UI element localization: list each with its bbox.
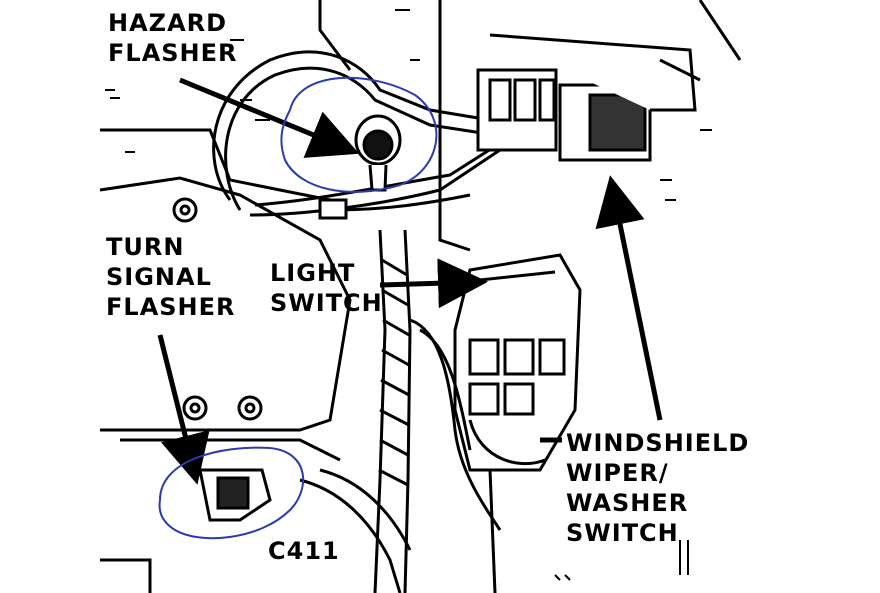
turn-signal-flasher-arrow bbox=[157, 334, 210, 485]
turn-label-line-1: TURN bbox=[106, 233, 185, 261]
blue-marker-circles bbox=[158, 76, 438, 540]
wiper-label-line-3: WASHER bbox=[566, 489, 689, 517]
turn-label-line-3: FLASHER bbox=[106, 293, 236, 321]
hazard-label-line-1: HAZARD bbox=[108, 9, 228, 37]
hazard-flasher-label: HAZARD FLASHER bbox=[108, 8, 238, 68]
light-switch-body bbox=[453, 253, 582, 472]
turn-signal-flasher-circle bbox=[158, 446, 304, 540]
wiper-switch-arrow bbox=[595, 175, 663, 421]
pointer-arrows bbox=[157, 77, 663, 485]
upper-wire-harness bbox=[212, 50, 506, 220]
turn-label-line-2: SIGNAL bbox=[106, 263, 212, 291]
hazard-label-line-2: FLASHER bbox=[108, 39, 238, 67]
upper-connector-block bbox=[476, 33, 701, 162]
turn-signal-flasher-label: TURN SIGNAL FLASHER bbox=[106, 232, 236, 322]
light-label-line-1: LIGHT bbox=[270, 259, 356, 287]
hazard-flasher-circle bbox=[280, 76, 438, 193]
wiper-label-line-1: WINDSHIELD bbox=[566, 429, 750, 457]
light-switch-label: LIGHT SWITCH bbox=[270, 258, 383, 318]
windshield-wiper-washer-switch-label: WINDSHIELD WIPER/ WASHER SWITCH bbox=[566, 428, 749, 548]
label-tick-marks bbox=[554, 540, 689, 581]
turn-signal-flasher-unit bbox=[198, 468, 272, 522]
wiper-label-line-2: WIPER/ bbox=[566, 459, 669, 487]
lower-wire-harness bbox=[299, 318, 502, 593]
wiper-label-line-4: SWITCH bbox=[566, 519, 679, 547]
connector-c411-label: C411 bbox=[268, 537, 340, 565]
light-switch-arrow bbox=[379, 258, 488, 309]
light-label-line-2: SWITCH bbox=[270, 289, 383, 317]
hazard-flasher-arrow bbox=[179, 77, 360, 158]
hazard-flasher-unit bbox=[354, 114, 402, 192]
mounting-bolts bbox=[172, 197, 263, 421]
